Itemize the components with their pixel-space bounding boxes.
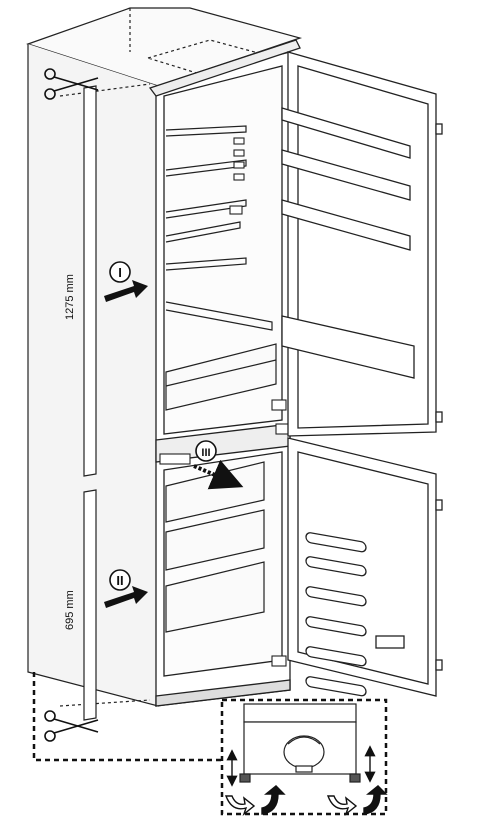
rotate-arrow-icon [224,785,388,817]
step-marker-2: II [104,569,148,608]
lower-height-label: 695 mm [64,590,76,630]
freezer-door [287,437,443,697]
svg-text:III: III [201,447,210,459]
upper-height-label: 1275 mm [64,274,76,320]
upper-door [281,51,443,437]
leveling-arrows [226,745,376,787]
step-marker-3: III [193,440,244,490]
svg-text:II: II [116,573,123,588]
svg-text:I: I [118,265,122,280]
side-trim-strips [83,85,97,721]
scissors-icon [44,710,99,742]
fixing-brackets [159,137,291,667]
scissors-icon [44,68,99,100]
compressor-detail [239,703,361,783]
compressor-icon [283,735,325,773]
freezer-drawers [165,461,265,633]
step-marker-1: I [104,261,148,302]
glass-shelves [165,125,277,411]
dashed-ventilation-path [32,672,388,816]
